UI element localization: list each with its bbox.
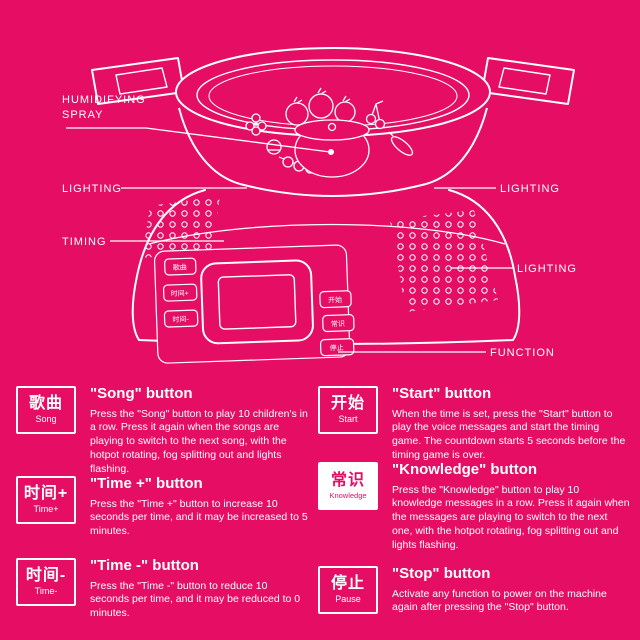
- knowledge-icon-cn: 常识: [330, 471, 365, 489]
- right-handle: [481, 57, 575, 105]
- legend-item-song: 歌曲 Song "Song" button Press the "Song" b…: [16, 385, 308, 477]
- label-lighting-left: LIGHTING: [62, 183, 122, 195]
- panel-knowledge-button: [322, 314, 355, 333]
- song-icon-en: Song: [35, 413, 57, 424]
- label-function: FUNCTION: [490, 347, 555, 359]
- panel-song-label: 歌曲: [173, 262, 187, 271]
- time-minus-button-icon: 时间- Time-: [16, 558, 76, 606]
- start-icon-cn: 开始: [330, 395, 365, 413]
- start-description: When the time is set, press the "Start" …: [392, 407, 626, 462]
- display-screen: [200, 259, 314, 345]
- left-handle: [91, 57, 185, 105]
- panel-time-plus-label: 时间+: [171, 288, 189, 298]
- label-lighting-right-top: LIGHTING: [500, 183, 560, 195]
- start-heading: "Start" button: [392, 385, 492, 402]
- legend-item-stop: 停止 Pause "Stop" button Activate any func…: [318, 565, 630, 615]
- appliance-diagram: 歌曲 时间+ 时间- 开始 常识 停止 HUMIDIFY: [62, 47, 577, 364]
- stop-icon-en: Pause: [335, 593, 361, 604]
- panel-stop-label: 停止: [330, 343, 344, 352]
- stop-description: Activate any function to power on the ma…: [392, 587, 607, 614]
- appliance-illustration: 歌曲 时间+ 时间- 开始 常识 停止 HUMIDIFY: [62, 47, 577, 364]
- stop-heading: "Stop" button: [392, 565, 491, 582]
- time-plus-icon-cn: 时间+: [23, 485, 69, 503]
- time-minus-heading: "Time -" button: [90, 557, 199, 574]
- bowl-wall-left: [178, 107, 241, 185]
- label-spray: SPRAY: [62, 109, 103, 121]
- panel-song-button: [164, 257, 197, 276]
- legend-item-knowledge: 常识 Knowledge "Knowledge" button Press th…: [318, 461, 630, 553]
- legend-item-start: 开始 Start "Start" button When the time is…: [318, 385, 630, 463]
- dot-grid-right: [390, 210, 498, 312]
- bowl-wall-right: [425, 107, 488, 185]
- stop-icon-cn: 停止: [330, 575, 365, 593]
- song-heading: "Song" button: [90, 385, 193, 402]
- bowl-bottom: [239, 183, 427, 197]
- control-panel: 歌曲 时间+ 时间- 开始 常识 停止: [153, 244, 355, 364]
- panel-knowledge-label: 常识: [331, 319, 345, 328]
- song-description: Press the "Song" button to play 10 child…: [90, 407, 308, 476]
- time-minus-icon-cn: 时间-: [25, 567, 67, 585]
- legend-item-time-plus: 时间+ Time+ "Time +" button Press the "Tim…: [16, 475, 308, 539]
- song-button-icon: 歌曲 Song: [16, 386, 76, 434]
- stop-button-icon: 停止 Pause: [318, 566, 378, 614]
- time-plus-heading: "Time +" button: [90, 475, 203, 492]
- knowledge-button-icon: 常识 Knowledge: [318, 462, 378, 510]
- display-screen-inner: [217, 274, 297, 330]
- time-plus-icon-en: Time+: [33, 503, 59, 514]
- knowledge-heading: "Knowledge" button: [392, 461, 538, 478]
- time-plus-description: Press the "Time +" button to increase 10…: [90, 497, 308, 538]
- legend-item-time-minus: 时间- Time- "Time -" button Press the "Tim…: [16, 557, 308, 621]
- label-timing: TIMING: [62, 236, 107, 248]
- start-icon-en: Start: [338, 413, 358, 424]
- song-icon-cn: 歌曲: [28, 395, 63, 413]
- spray-target-dot: [328, 149, 334, 155]
- panel-start-label: 开始: [328, 295, 342, 304]
- start-button-icon: 开始 Start: [318, 386, 378, 434]
- label-humidifying: HUMIDIFYING: [62, 94, 146, 106]
- panel-start-button: [319, 290, 352, 309]
- time-minus-icon-en: Time-: [34, 585, 58, 596]
- time-minus-description: Press the "Time -" button to reduce 10 s…: [90, 579, 301, 620]
- leader-humidifying-spray: [66, 127, 331, 153]
- time-plus-button-icon: 时间+ Time+: [16, 476, 76, 524]
- knowledge-icon-en: Knowledge: [329, 490, 367, 500]
- dot-grid-left: [142, 196, 220, 258]
- panel-time-minus-button: [163, 309, 199, 328]
- label-lighting-right-bottom: LIGHTING: [517, 263, 577, 275]
- knowledge-description: Press the "Knowledge" button to play 10 …: [392, 483, 630, 552]
- panel-time-minus-label: 时间-: [172, 314, 189, 324]
- leader-lines: [66, 127, 513, 353]
- panel-time-plus-button: [162, 283, 198, 302]
